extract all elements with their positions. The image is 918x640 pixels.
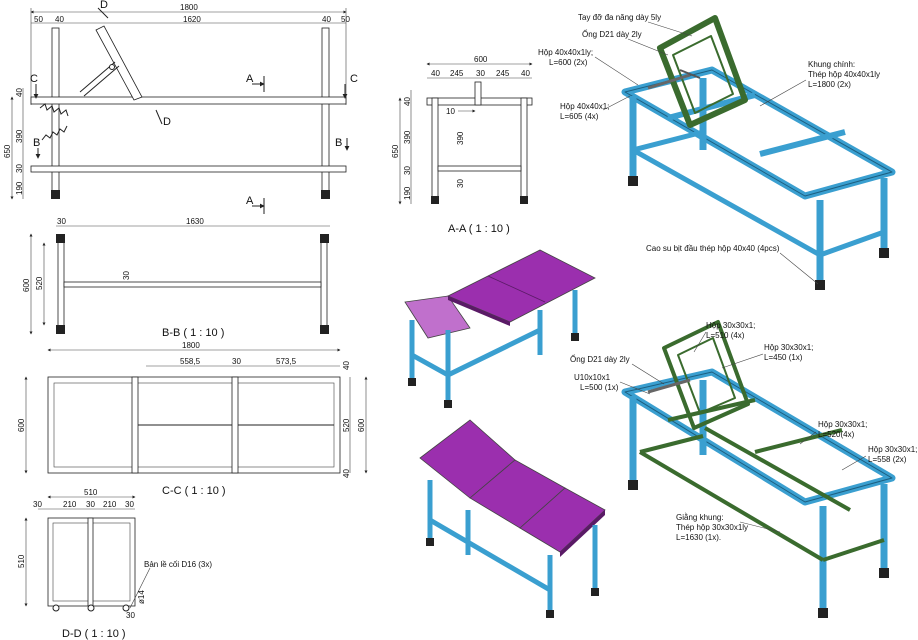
dd-dim-h510: 510 — [17, 554, 26, 568]
mark-b-left: B — [33, 137, 40, 149]
label-brace-desc: Thép hộp 30x30x1ly — [676, 523, 748, 532]
cc-dim-573: 573,5 — [276, 357, 297, 366]
view-aa: 600 40 245 30 245 40 650 40 390 30 190 1… — [391, 55, 533, 235]
aa-dim-650: 650 — [391, 144, 400, 158]
mark-d-top: D — [100, 0, 108, 11]
label-frame-desc: Thép hộp 40x40x1ly — [808, 70, 880, 79]
cc-dim-30: 30 — [232, 357, 241, 366]
bb-dim-520: 520 — [35, 276, 44, 290]
label-box40-len: L=605 (4x) — [560, 112, 599, 121]
aa-caption: A-A ( 1 : 10 ) — [448, 223, 510, 235]
label-u10: U10x10x1 — [574, 373, 611, 382]
label-frame-len: L=1800 (2x) — [808, 80, 851, 89]
dim-650: 650 — [3, 144, 12, 158]
dd-dim-30c: 30 — [125, 500, 134, 509]
bb-dim-30: 30 — [57, 217, 66, 226]
iso-bed-flat — [404, 249, 596, 408]
view-bb: 30 1630 600 520 30 B-B ( 1 : 10 ) — [22, 217, 330, 339]
aa-dim-h30b: 30 — [456, 179, 465, 188]
label-box40-1ly-len: L=600 (2x) — [549, 58, 588, 67]
aa-dim-h30: 30 — [403, 166, 412, 175]
iso-bed-raised — [419, 419, 606, 618]
dd-dim-30b: 30 — [86, 500, 95, 509]
aa-dim-245a: 245 — [450, 69, 464, 78]
mark-d-bottom: D — [163, 116, 171, 128]
mark-a-lower: A — [246, 195, 254, 207]
cc-dim-1800: 1800 — [182, 341, 200, 350]
cc-dim-40a: 40 — [342, 361, 351, 370]
cc-dim-520: 520 — [342, 418, 351, 432]
dd-dim-210a: 210 — [63, 500, 77, 509]
dim-h30: 30 — [15, 164, 24, 173]
dim-50-left: 50 — [34, 15, 43, 24]
dim-1800: 1800 — [180, 3, 198, 12]
label-brace-len: L=1630 (1x). — [676, 533, 721, 542]
dim-h40: 40 — [15, 88, 24, 97]
label-box30-450-len: L=450 (1x) — [764, 353, 803, 362]
aa-dim-600: 600 — [474, 55, 488, 64]
label-box30-510: Hộp 30x30x1; — [706, 321, 755, 330]
dd-hinge-note: Bản lề cối D16 (3x) — [144, 560, 212, 569]
cc-dim-600-left: 600 — [17, 418, 26, 432]
dim-40-right: 40 — [322, 15, 331, 24]
label-pipe-top: Ống D21 dày 2ly — [582, 29, 642, 39]
label-box40: Hộp 40x40x1; — [560, 102, 609, 111]
label-box30-558-len: L=558 (2x) — [868, 455, 907, 464]
dd-dim-30a: 30 — [33, 500, 42, 509]
iso-frame-top — [621, 15, 896, 290]
label-pipe-bottom: Ống D21 dày 2ly — [570, 354, 630, 364]
aa-dim-30: 30 — [476, 69, 485, 78]
mark-a-upper: A — [246, 73, 254, 85]
dd-dim-210b: 210 — [103, 500, 117, 509]
label-box30-558: Hộp 30x30x1; — [868, 445, 917, 454]
dim-h190: 190 — [15, 181, 24, 195]
bb-dim-h30: 30 — [122, 271, 131, 280]
aa-dim-h190: 190 — [403, 186, 412, 200]
dd-dim-h30: 30 — [126, 611, 135, 620]
aa-dim-40a: 40 — [431, 69, 440, 78]
aa-dim-40b: 40 — [521, 69, 530, 78]
label-rubber: Cao su bịt đầu thép hộp 40x40 (4pcs) — [646, 244, 780, 253]
cc-dim-40b: 40 — [342, 469, 351, 478]
label-lift-bar: Tay đỡ đa năng dày 5ly — [578, 13, 661, 22]
label-frame-title: Khung chính: — [808, 60, 855, 69]
dim-1620: 1620 — [183, 15, 201, 24]
bb-caption: B-B ( 1 : 10 ) — [162, 327, 224, 339]
label-brace-title: Giằng khung: — [676, 513, 724, 522]
cc-caption: C-C ( 1 : 10 ) — [162, 485, 226, 497]
mark-c-right: C — [350, 73, 358, 85]
label-u10-len: L=500 (1x) — [580, 383, 619, 392]
mark-b-right: B — [335, 137, 342, 149]
label-box30-520: Hộp 30x30x1; — [818, 420, 867, 429]
label-box40-1ly: Hộp 40x40x1ly; — [538, 48, 593, 57]
bb-dim-600: 600 — [22, 278, 31, 292]
main-front-view: 1800 50 40 1620 40 50 D D C C B — [3, 0, 358, 214]
aa-dim-245b: 245 — [496, 69, 510, 78]
aa-dim-h390b: 390 — [456, 131, 465, 145]
bb-dim-1630: 1630 — [186, 217, 204, 226]
label-box30-450: Hộp 30x30x1; — [764, 343, 813, 352]
aa-dim-10: 10 — [446, 107, 455, 116]
iso-bottom-callouts: Hộp 30x30x1; L=510 (4x) Hộp 30x30x1; L=4… — [570, 321, 917, 542]
dd-dim-14: ø14 — [137, 590, 146, 604]
cc-dim-558: 558,5 — [180, 357, 201, 366]
view-dd: 510 30 210 30 210 30 510 Bản lề cối D16 … — [17, 488, 212, 640]
aa-dim-h40: 40 — [403, 97, 412, 106]
mark-c-left: C — [30, 73, 38, 85]
iso-frame-bottom — [621, 320, 896, 618]
dim-h390: 390 — [15, 129, 24, 143]
label-box30-510-len: L=510 (4x) — [706, 331, 745, 340]
dim-40-left: 40 — [55, 15, 64, 24]
cc-dim-600-right: 600 — [357, 418, 366, 432]
aa-dim-h390: 390 — [403, 130, 412, 144]
dd-dim-510: 510 — [84, 488, 98, 497]
dd-caption: D-D ( 1 : 10 ) — [62, 628, 126, 640]
iso-top-callouts: Tay đỡ đa năng dày 5ly Ống D21 dày 2ly H… — [538, 13, 880, 285]
label-box30-520-len: L=520(4x) — [818, 430, 855, 439]
view-cc: 1800 558,5 30 573,5 600 40 520 40 600 C-… — [17, 341, 368, 497]
